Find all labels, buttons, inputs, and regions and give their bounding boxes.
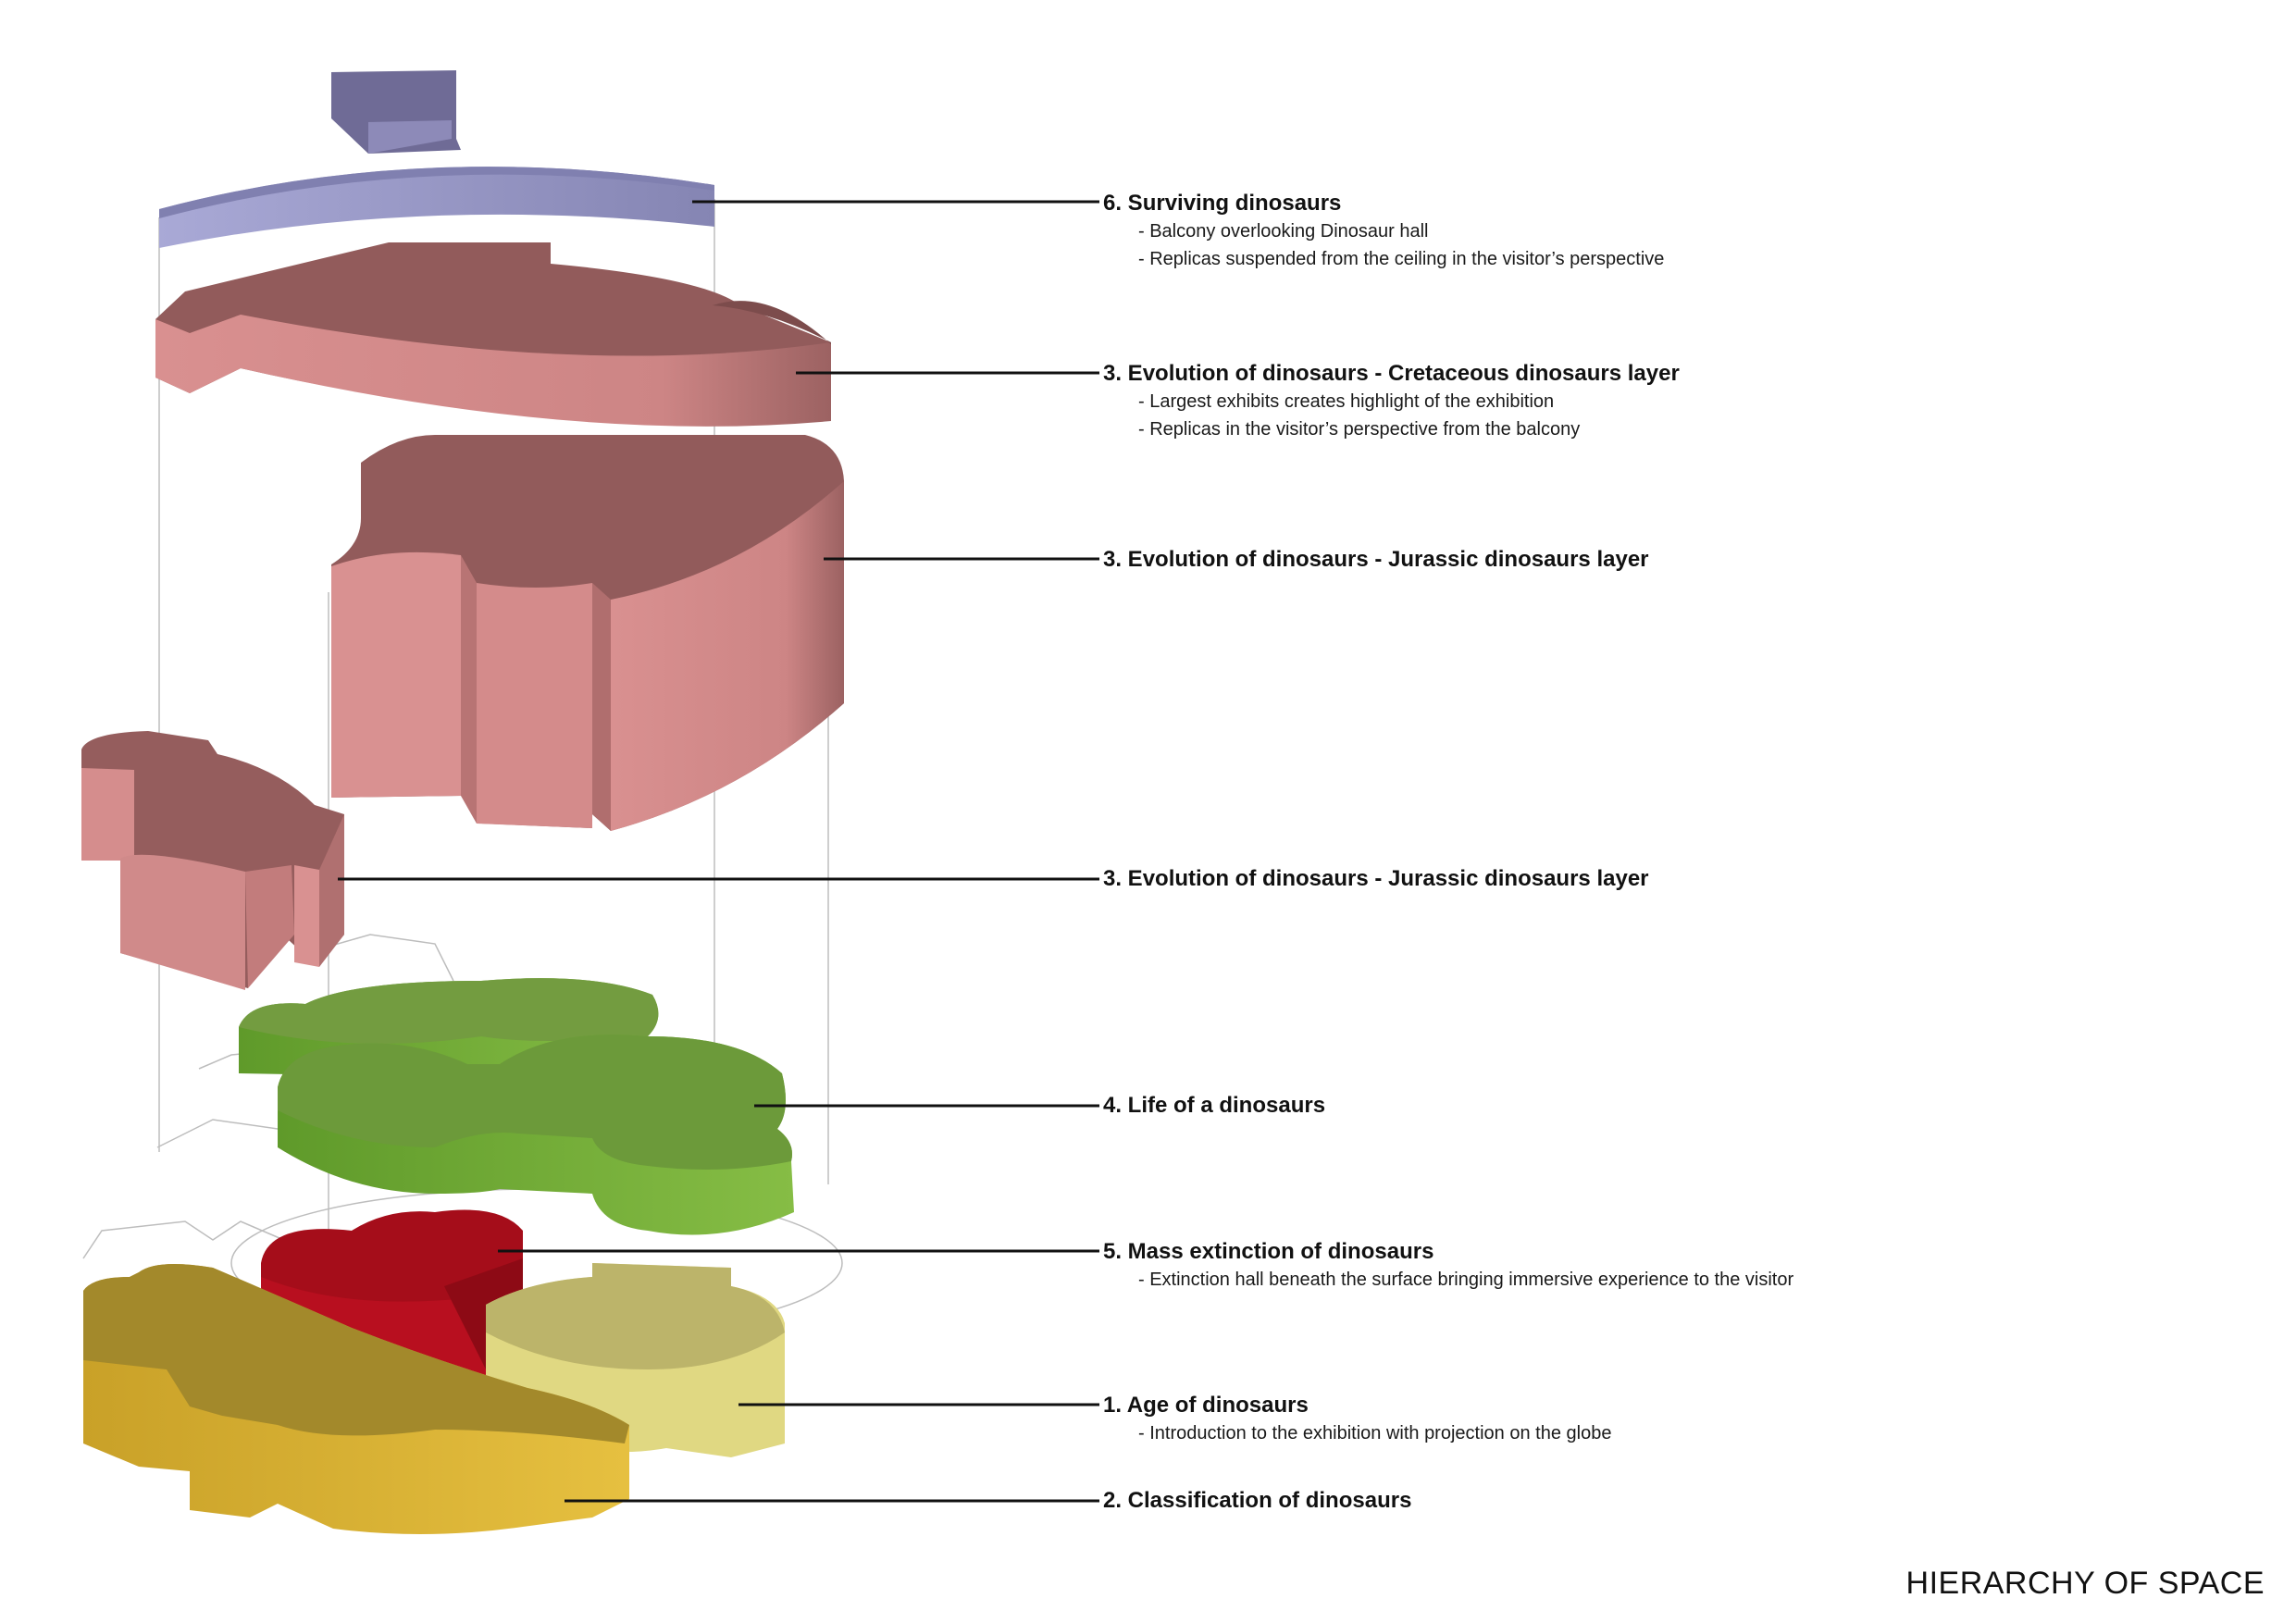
label-surviving-dinosaurs: 6. Surviving dinosaurs - Balcony overloo… [1103,190,1664,273]
layer-surviving-dinosaurs-shape [159,70,714,248]
layer-life-shape [239,978,794,1235]
label-note: - Replicas suspended from the ceiling in… [1138,249,1665,269]
label-cretaceous-layer: 3. Evolution of dinosaurs - Cretaceous d… [1103,360,1680,443]
label-title: 3. Evolution of dinosaurs - Jurassic din… [1103,547,1649,572]
label-note: - Introduction to the exhibition with pr… [1138,1423,1612,1443]
label-title: 1. Age of dinosaurs [1103,1393,1309,1418]
label-life-of-dinosaurs: 4. Life of a dinosaurs [1103,1092,1325,1120]
label-classification: 2. Classification of dinosaurs [1103,1487,1411,1515]
label-title: 3. Evolution of dinosaurs - Cretaceous d… [1103,361,1680,386]
leader-lines [338,200,1099,1503]
label-jurassic-layer-main: 3. Evolution of dinosaurs - Jurassic din… [1103,546,1649,574]
layer-jurassic-small-shape [81,731,344,990]
label-title: 2. Classification of dinosaurs [1103,1488,1412,1513]
label-note: - Extinction hall beneath the surface br… [1138,1270,1794,1290]
label-title: 3. Evolution of dinosaurs - Jurassic din… [1103,866,1649,891]
layer-classification-shape [83,1264,629,1535]
label-age-of-dinosaurs: 1. Age of dinosaurs - Introduction to th… [1103,1392,1611,1447]
label-note: - Replicas in the visitor’s perspective … [1138,419,1581,440]
layer-jurassic-main-shape [331,435,844,831]
label-note: - Largest exhibits creates highlight of … [1138,391,1555,412]
layer-cretaceous-shape [155,242,831,427]
label-title: 4. Life of a dinosaurs [1103,1093,1326,1118]
label-title: 6. Surviving dinosaurs [1103,191,1342,216]
label-jurassic-layer-small: 3. Evolution of dinosaurs - Jurassic din… [1103,865,1649,893]
page-title: HIERARCHY OF SPACE [1905,1566,2265,1601]
label-note: - Balcony overlooking Dinosaur hall [1138,221,1429,242]
label-title: 5. Mass extinction of dinosaurs [1103,1239,1434,1264]
label-mass-extinction: 5. Mass extinction of dinosaurs - Extinc… [1103,1238,1793,1294]
